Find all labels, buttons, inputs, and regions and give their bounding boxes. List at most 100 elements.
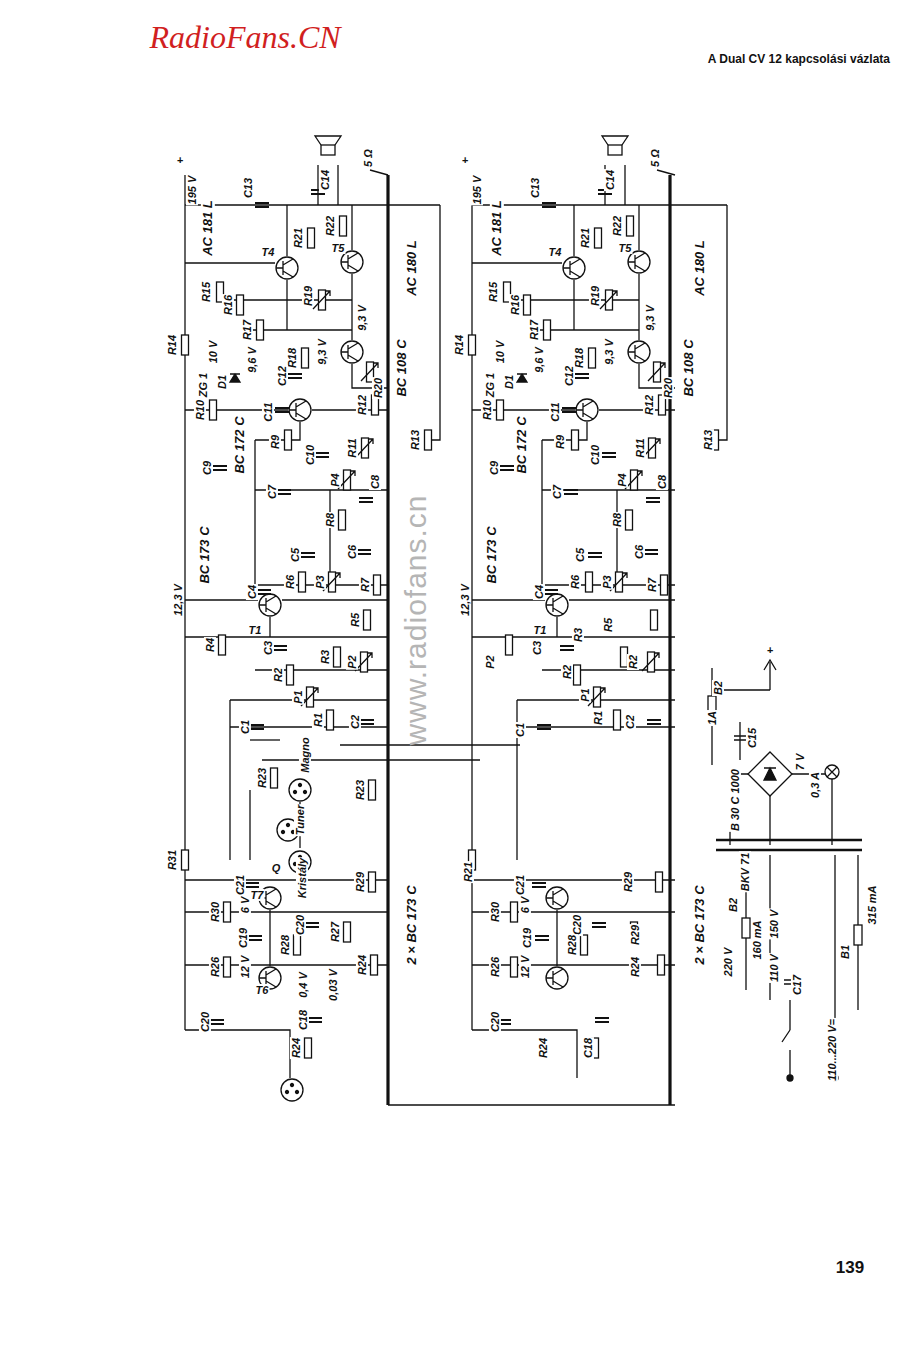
- symbol-part: [294, 791, 297, 794]
- part-label: R20: [372, 377, 384, 399]
- part-label: T4: [261, 246, 276, 258]
- wire: [569, 599, 675, 600]
- symbol-part: [250, 725, 264, 729]
- wire: [286, 205, 287, 256]
- symbol-part: [341, 251, 363, 273]
- part-label: 9,6 V: [533, 346, 545, 374]
- part-label: ZG 1: [197, 372, 209, 398]
- wire: [388, 1104, 675, 1105]
- transistor-symbol: [341, 341, 363, 363]
- capacitor-symbol: [532, 883, 546, 887]
- resistor-symbol: [511, 902, 518, 922]
- symbol-part: [357, 550, 371, 554]
- part-label: 9,3 V: [356, 304, 368, 332]
- resistor-symbol: [651, 610, 658, 630]
- symbol-part: [627, 216, 634, 236]
- transistor-symbol: [259, 594, 281, 616]
- fuse-symbol: [854, 925, 862, 945]
- symbol-part: [289, 399, 311, 421]
- symbol-part: [230, 374, 240, 382]
- potentiometer-symbol: [642, 652, 659, 672]
- part-label: C14: [604, 169, 616, 191]
- symbol-part: [257, 320, 264, 340]
- transistor-type: 2 × BC 173 C: [693, 884, 707, 965]
- part-label: 110...220 V=: [826, 1018, 838, 1082]
- symbol-part: [544, 590, 558, 594]
- transistor-symbol: [628, 251, 650, 273]
- part-label: R24: [537, 1037, 549, 1059]
- part-label: R26: [209, 956, 221, 978]
- wire: [185, 262, 275, 263]
- part-label: R10: [481, 399, 493, 421]
- part-label: P4: [616, 472, 628, 487]
- transistor-type: AC 180 L: [405, 239, 419, 297]
- wire: [282, 599, 388, 600]
- part-label: 9,3 V: [316, 338, 328, 366]
- part-label: R3: [319, 649, 331, 665]
- resistor-symbol: [299, 572, 306, 592]
- wire: [370, 170, 388, 175]
- symbol-part: [602, 453, 616, 457]
- part-label: 150 V: [768, 909, 780, 940]
- resistor-symbol: [589, 348, 596, 368]
- resistor-symbol: [369, 872, 376, 892]
- wire: [269, 910, 270, 966]
- symbol-part: [546, 969, 563, 987]
- symbol-part: [628, 341, 650, 363]
- resistor-symbol: [339, 510, 346, 530]
- transistor-type: BC 172 C: [233, 415, 247, 474]
- part-label: R5: [602, 617, 614, 633]
- symbol-part: [497, 400, 504, 420]
- part-label: C14: [319, 169, 331, 191]
- part-label: R11: [346, 437, 358, 458]
- symbol-part: [563, 259, 580, 277]
- wire: [573, 205, 574, 256]
- capacitor-symbol: [537, 725, 551, 729]
- part-label: C7: [551, 484, 563, 500]
- symbol-part: [224, 957, 231, 977]
- resistor-symbol: [524, 295, 531, 315]
- part-label: 195 V: [471, 175, 483, 206]
- symbol-part: [562, 408, 576, 412]
- symbol-part: [546, 594, 568, 616]
- symbol-part: [651, 610, 658, 630]
- part-label: R26: [489, 956, 501, 978]
- symbol-part: [285, 430, 292, 450]
- resistor-symbol: [425, 430, 432, 450]
- part-label: R15: [487, 281, 499, 303]
- part-label: R21: [292, 227, 304, 249]
- symbol-part: [656, 872, 663, 892]
- symbol-part: [237, 295, 244, 315]
- symbol-part: [574, 665, 581, 685]
- symbol-part: [271, 768, 278, 788]
- wire: [472, 911, 675, 912]
- socket-symbol: [289, 779, 311, 801]
- resistor-symbol: [327, 710, 334, 730]
- part-label: P2: [484, 654, 496, 669]
- symbol-part: [341, 341, 363, 363]
- part-label: C19: [237, 927, 249, 949]
- part-label: C4: [533, 584, 545, 600]
- part-label: R31: [166, 849, 178, 871]
- symbol-part: [210, 1020, 224, 1024]
- transistor-type: BC 108 C: [395, 338, 409, 397]
- capacitor-symbol: [647, 720, 661, 724]
- part-label: C5: [574, 547, 586, 563]
- capacitor-symbol: [575, 374, 589, 378]
- part-label: R16: [509, 294, 521, 316]
- symbol-part: [644, 550, 658, 554]
- symbol-part: [273, 646, 287, 650]
- capacitor-symbol: [542, 203, 556, 207]
- wire: [230, 726, 388, 727]
- part-label: 12 V: [519, 955, 531, 980]
- part-label: C9: [201, 460, 213, 476]
- part-label: R28: [566, 934, 578, 956]
- symbol-part: [315, 453, 329, 457]
- symbol-part: [544, 320, 551, 340]
- wire: [351, 205, 352, 250]
- symbol-part: [302, 348, 309, 368]
- part-label: C13: [242, 177, 254, 199]
- lamp-symbol: [825, 765, 839, 779]
- part-label: C12: [276, 365, 288, 387]
